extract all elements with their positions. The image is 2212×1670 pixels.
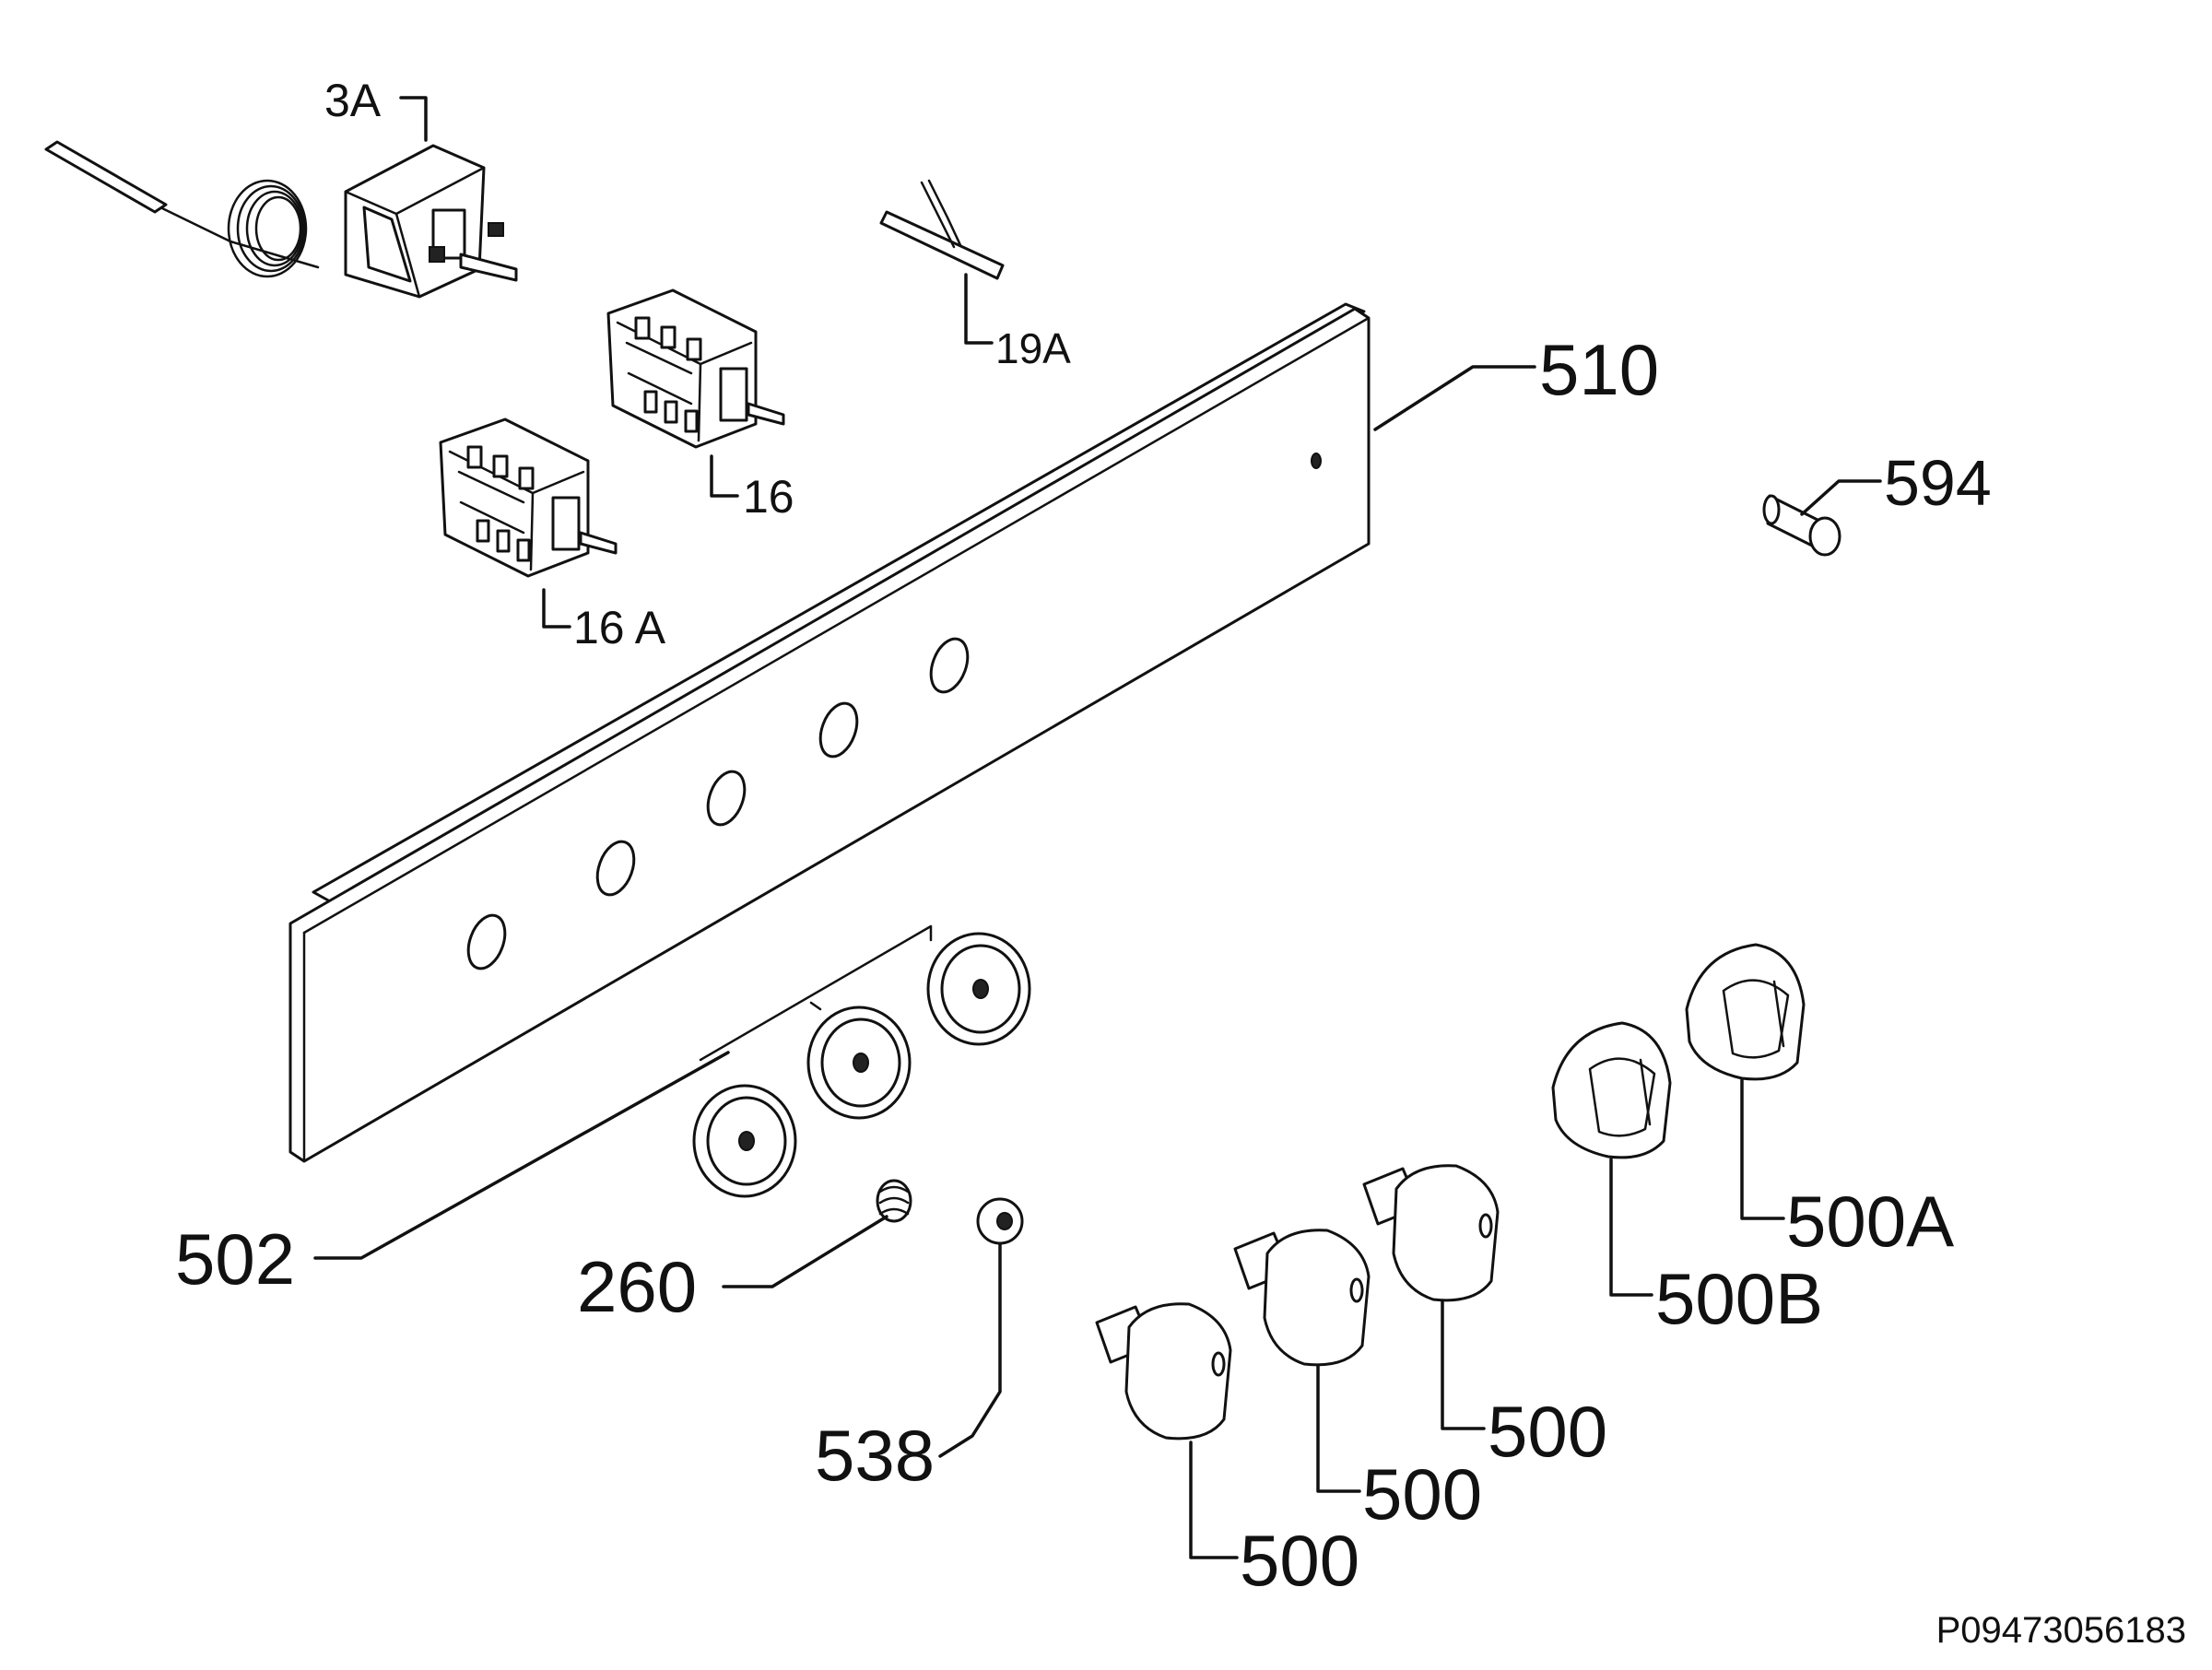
thermostat-part-3a (44, 140, 518, 299)
control-knob-part-500 (1095, 1302, 1232, 1441)
label-3a: 3A (324, 75, 382, 126)
label-19a: 19A (995, 324, 1071, 372)
panel-hole (706, 770, 747, 827)
label-538: 538 (815, 1415, 935, 1496)
spring-part-260 (876, 1179, 912, 1223)
knob-bezels-part-502 (692, 924, 1031, 1198)
leader-lines (313, 96, 1882, 1559)
reference-code: P09473056183 (1936, 1610, 2186, 1651)
panel-hole (595, 840, 636, 897)
bezel (926, 932, 1031, 1046)
selector-switch-part-16 (606, 288, 785, 449)
label-16: 16 (743, 471, 794, 523)
label-500-mid: 500 (1362, 1453, 1482, 1535)
pilot-lamp-part-594 (1762, 494, 1841, 557)
panel-hole (818, 701, 859, 759)
panel-hole (929, 637, 970, 694)
capillary-coil (227, 179, 308, 278)
panel-hole (466, 913, 507, 970)
label-510: 510 (1539, 329, 1659, 410)
label-500a: 500A (1786, 1181, 1954, 1262)
label-594: 594 (1884, 447, 1992, 519)
part-labels: 3A 19A 510 16 594 16 A 502 260 538 500A … (175, 75, 1992, 1601)
bezel (692, 1084, 797, 1198)
label-16a: 16 A (573, 602, 666, 653)
label-500b: 500B (1655, 1258, 1823, 1339)
bezel (806, 1006, 912, 1120)
label-260: 260 (577, 1246, 697, 1327)
spring-clip-part-19a (879, 179, 1005, 280)
selector-switch-part-16a (439, 418, 618, 578)
label-502: 502 (175, 1218, 295, 1300)
bushing-part-538 (976, 1197, 1024, 1245)
label-500-rear: 500 (1488, 1391, 1607, 1472)
control-knob-part-500a (1685, 943, 1806, 1081)
control-knob-part-500 (1362, 1164, 1500, 1302)
control-knob-part-500b (1551, 1021, 1672, 1159)
control-knob-part-500 (1233, 1229, 1371, 1367)
label-500-front: 500 (1240, 1520, 1359, 1601)
control-panel-part-510 (288, 302, 1371, 1163)
